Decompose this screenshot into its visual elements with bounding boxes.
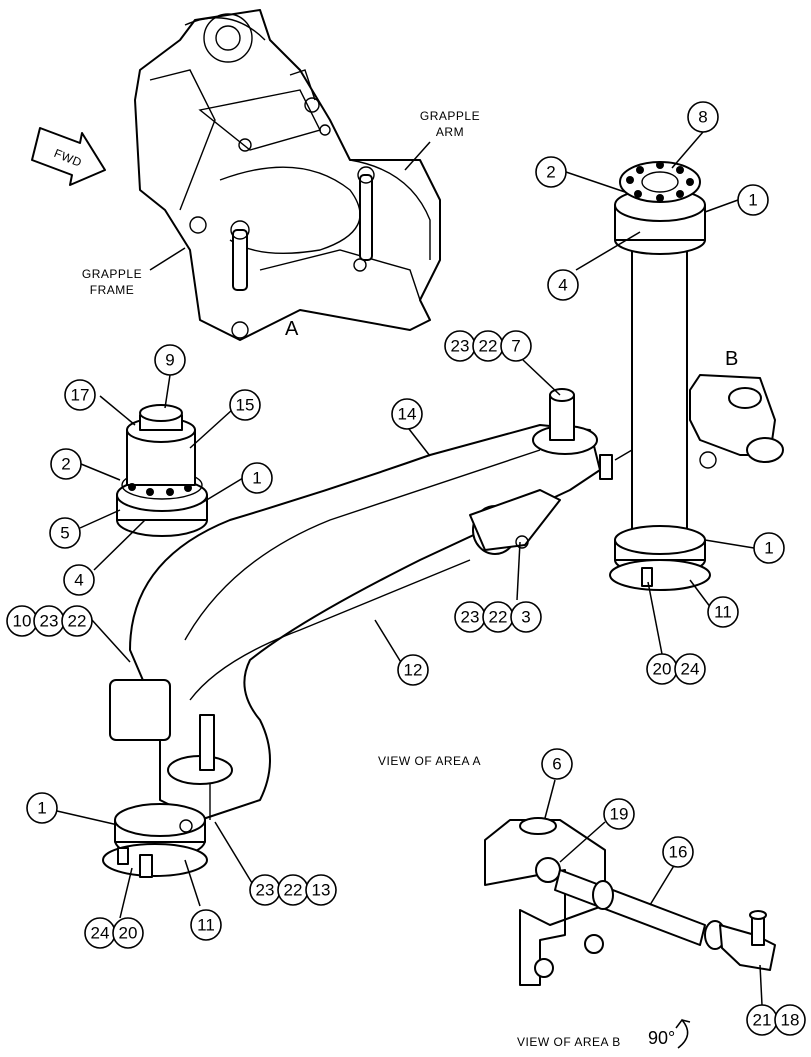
callout-number: 10	[13, 612, 32, 631]
callout-number: 9	[165, 351, 174, 370]
callout-22: 22	[277, 874, 309, 906]
rotation-arrow-icon	[675, 1018, 691, 1049]
forward-arrow-icon: FWD	[31, 127, 106, 186]
callout-4: 4	[547, 269, 579, 301]
callout-number: 4	[558, 276, 567, 295]
callout-number: 11	[197, 916, 215, 935]
callout-number: 24	[91, 924, 110, 943]
grapple-arm-label-2: ARM	[436, 125, 464, 139]
callout-number: 15	[236, 396, 255, 415]
callout-number: 23	[461, 608, 480, 627]
callout-number: 1	[37, 799, 46, 818]
leader-lines	[56, 131, 763, 1006]
callout-23: 23	[33, 605, 65, 637]
callout-9: 9	[154, 344, 186, 376]
callout-number: 17	[71, 386, 90, 405]
callout-11: 11	[190, 909, 222, 941]
callout-6: 6	[541, 748, 573, 780]
callout-18: 18	[774, 1004, 806, 1036]
callout-20: 20	[646, 653, 678, 685]
grapple-arm-label-1: GRAPPLE	[420, 109, 480, 123]
callout-1: 1	[737, 184, 769, 216]
callout-5: 5	[49, 517, 81, 549]
callout-number: 22	[489, 608, 508, 627]
callout-2: 2	[50, 448, 82, 480]
callout-number: 20	[119, 924, 138, 943]
callout-number: 19	[610, 805, 629, 824]
callout-13: 13	[305, 874, 337, 906]
callout-23: 23	[454, 601, 486, 633]
callout-21: 21	[746, 1004, 778, 1036]
callout-number: 4	[74, 571, 83, 590]
grapple-frame-label-1: GRAPPLE	[82, 267, 142, 281]
callout-number: 1	[748, 191, 757, 210]
callout-20: 20	[112, 917, 144, 949]
callout-4: 4	[63, 564, 95, 596]
callout-number: 2	[61, 455, 70, 474]
callout-number: 18	[781, 1011, 800, 1030]
callout-number: 16	[669, 843, 688, 862]
callout-number: 23	[40, 612, 59, 631]
arm-weldment-drawing	[102, 388, 633, 878]
callout-22: 22	[61, 605, 93, 637]
callout-number: 13	[312, 881, 331, 900]
callout-1: 1	[241, 462, 273, 494]
callout-number: 8	[698, 108, 707, 127]
callout-number: 21	[753, 1011, 772, 1030]
callout-number: 11	[714, 603, 732, 622]
grapple-frame-label-2: FRAME	[90, 283, 135, 297]
callout-number: 1	[252, 469, 261, 488]
callout-number: 20	[653, 660, 672, 679]
callout-10: 10	[6, 605, 38, 637]
view-area-b-label: VIEW OF AREA B	[517, 1035, 621, 1049]
callout-2: 2	[535, 156, 567, 188]
callout-3: 3	[510, 601, 542, 633]
callout-1: 1	[26, 792, 58, 824]
callout-number: 12	[404, 661, 423, 680]
callout-19: 19	[603, 798, 635, 830]
callout-22: 22	[472, 330, 504, 362]
left-bearing-stack	[116, 404, 208, 537]
callout-1: 1	[753, 532, 785, 564]
callout-number: 2	[546, 163, 555, 182]
callout-8: 8	[687, 101, 719, 133]
area-b-detail	[689, 374, 784, 469]
grapple-assembly-drawing	[134, 9, 441, 341]
callout-number: 22	[68, 612, 87, 631]
callout-17: 17	[64, 379, 96, 411]
area-b-view-drawing	[484, 817, 776, 986]
callout-number: 1	[764, 539, 773, 558]
area-b-label: B	[725, 348, 738, 370]
callout-16: 16	[662, 836, 694, 868]
callout-number: 7	[511, 337, 520, 356]
callout-number: 24	[681, 660, 700, 679]
callout-14: 14	[391, 398, 423, 430]
callout-24: 24	[674, 653, 706, 685]
callout-23: 23	[249, 874, 281, 906]
callout-number: 23	[451, 337, 470, 356]
callout-number: 3	[521, 608, 530, 627]
right-tube-assembly	[609, 161, 711, 591]
callout-number: 6	[552, 755, 561, 774]
callout-7: 7	[500, 330, 532, 362]
callout-number: 14	[398, 405, 417, 424]
callout-11: 11	[707, 596, 739, 628]
callout-number: 23	[256, 881, 275, 900]
rotation-label: 90°	[648, 1028, 675, 1048]
callout-15: 15	[229, 389, 261, 421]
callout-number: 5	[60, 524, 69, 543]
callout-22: 22	[482, 601, 514, 633]
callout-23: 23	[444, 330, 476, 362]
callout-12: 12	[397, 654, 429, 686]
area-a-label: A	[285, 318, 299, 340]
view-area-a-label: VIEW OF AREA A	[378, 754, 481, 768]
callout-number: 22	[284, 881, 303, 900]
callout-number: 22	[479, 337, 498, 356]
callout-24: 24	[84, 917, 116, 949]
